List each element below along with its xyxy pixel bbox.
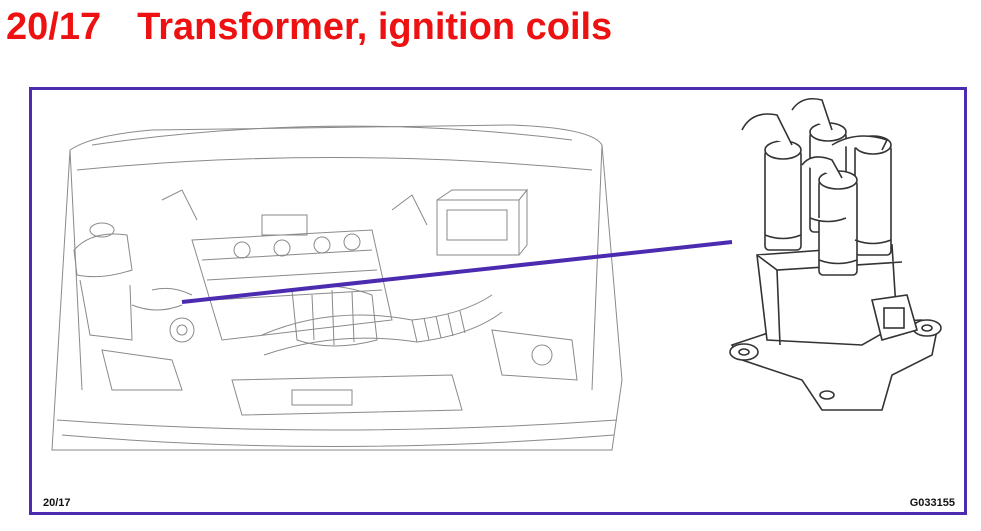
section-number: 20/17 [6,6,102,48]
figure-number: 20/17 [43,497,71,509]
engine-bay-drawing [51,124,623,451]
ignition-coil-drawing [729,97,942,411]
section-title: Transformer, ignition coils [137,6,613,48]
page-title: 20/17 Transformer, ignition coils [6,2,612,52]
illustration [51,97,942,451]
figure-code: G033155 [909,497,955,509]
pointer-line [181,240,733,304]
figure-frame: 20/17 G033155 [29,87,967,515]
